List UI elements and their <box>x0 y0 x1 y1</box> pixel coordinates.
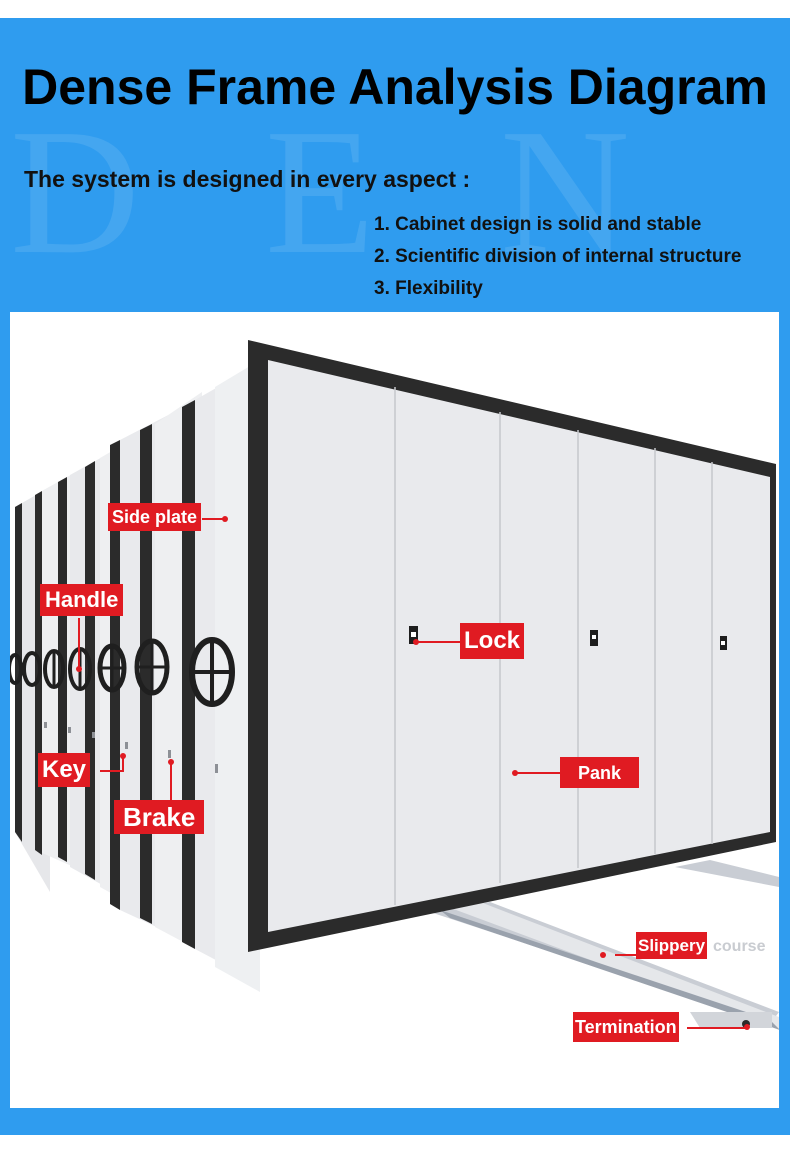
feature-item-3: 3. Flexibility <box>374 278 483 299</box>
termination-leader <box>687 1027 745 1029</box>
slippery-label: Slippery <box>636 932 708 959</box>
termination-dot <box>744 1024 750 1030</box>
page-title: Dense Frame Analysis Diagram <box>22 59 768 115</box>
lock-label: Lock <box>460 623 525 659</box>
background-watermark: D E N <box>10 92 670 291</box>
slippery-leader <box>615 954 639 956</box>
feature-item-1: 1. Cabinet design is solid and stable <box>374 214 702 235</box>
handle-label: Handle <box>40 584 124 616</box>
brake-leader <box>170 762 172 800</box>
pank-dot <box>512 770 518 776</box>
side-plate-leader <box>202 518 224 520</box>
lock-dot <box>413 639 419 645</box>
termination-label: Termination <box>573 1012 679 1042</box>
lock-leader <box>416 641 460 643</box>
page-subtitle: The system is designed in every aspect : <box>24 166 471 192</box>
key-leader <box>100 770 124 772</box>
top-band <box>0 0 790 18</box>
brake-dot <box>168 759 174 765</box>
slippery-suffix: course <box>713 938 766 955</box>
diagram-panel: Side plate Handle Lock Key Brake Pank Sl… <box>10 312 779 1108</box>
side-plate-label: Side plate <box>108 503 202 531</box>
pank-label: Pank <box>560 757 640 788</box>
cabinet-illustration <box>10 340 779 1030</box>
slippery-dot <box>600 952 606 958</box>
bottom-band <box>0 1135 790 1155</box>
side-plate-dot <box>222 516 228 522</box>
handle-dot <box>76 666 82 672</box>
feature-item-2: 2. Scientific division of internal struc… <box>374 246 742 267</box>
feature-list: 1. Cabinet design is solid and stable 2.… <box>374 210 741 306</box>
handle-leader <box>78 618 80 668</box>
key-label: Key <box>38 753 91 787</box>
brake-label: Brake <box>114 800 205 834</box>
pank-leader <box>515 772 561 774</box>
key-dot <box>120 753 126 759</box>
rail-right <box>675 860 779 887</box>
